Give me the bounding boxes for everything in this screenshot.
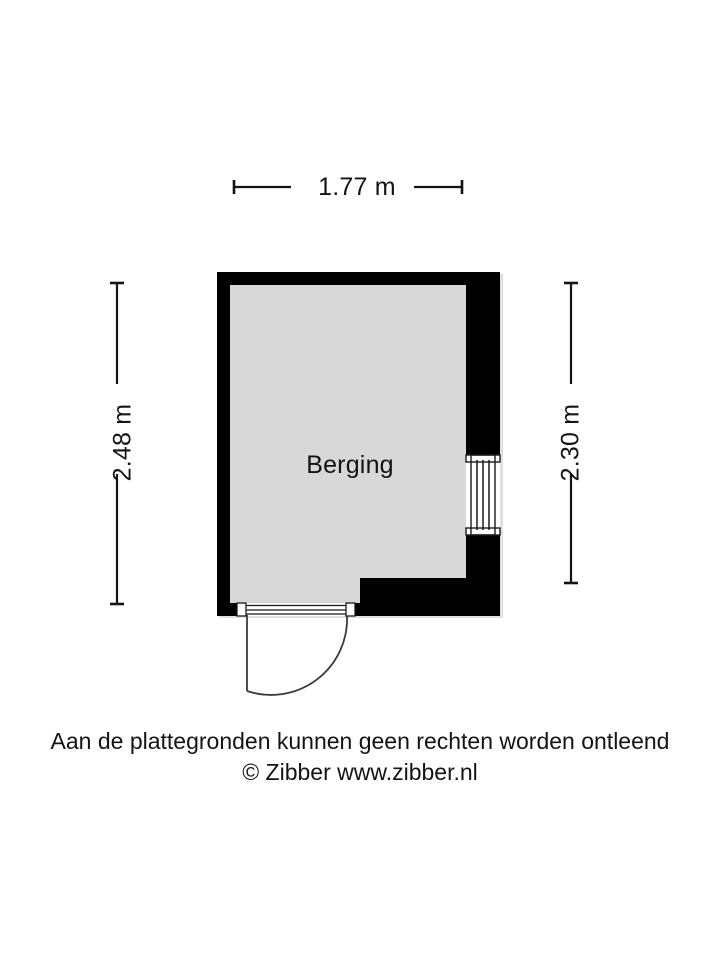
dimension-top [232, 180, 464, 194]
footer-disclaimer: Aan de plattegronden kunnen geen rechten… [50, 728, 670, 754]
footer: Aan de plattegronden kunnen geen rechten… [0, 726, 720, 788]
dimension-left-label: 2.48 m [108, 403, 137, 482]
footer-copyright: © Zibber www.zibber.nl [242, 759, 478, 785]
dimension-right-label: 2.30 m [556, 403, 585, 482]
door-bottom-wall [236, 602, 356, 696]
room-floor-berging [230, 285, 466, 603]
dimension-right [564, 281, 578, 585]
room-label-berging: Berging [306, 451, 394, 479]
dimension-left [110, 281, 124, 606]
dimension-top-label: 1.77 m [318, 173, 396, 201]
window-right-wall [465, 454, 501, 536]
